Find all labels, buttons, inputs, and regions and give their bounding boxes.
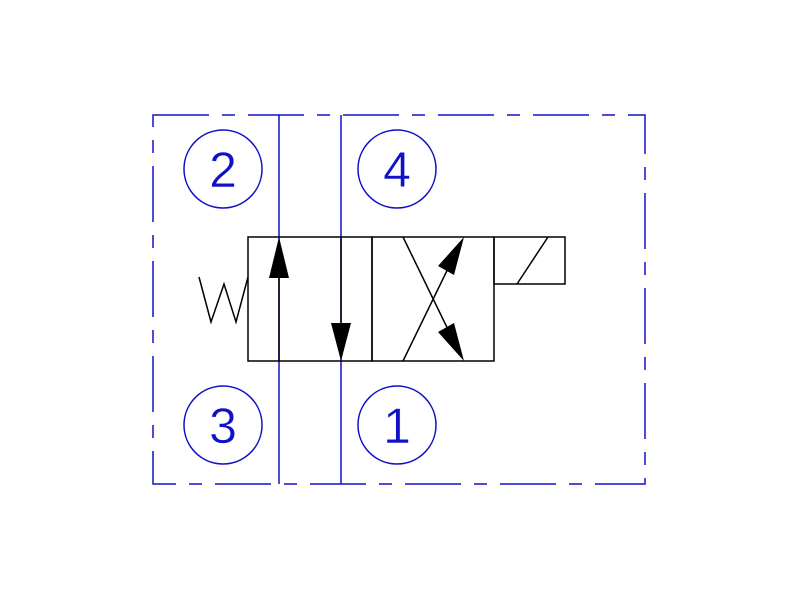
port-4: 4 — [357, 129, 437, 209]
valve-envelope-right — [371, 236, 495, 362]
port-3: 3 — [183, 385, 263, 465]
spring-icon — [198, 276, 249, 325]
cavity-boundary — [152, 114, 646, 485]
arrow-up-icon — [269, 237, 289, 361]
solenoid-icon — [493, 236, 566, 285]
port-label: 2 — [209, 142, 237, 198]
port-label: 1 — [383, 398, 411, 454]
port-1: 1 — [357, 385, 437, 465]
cross-arrows-icon — [402, 236, 464, 362]
port-label: 4 — [383, 142, 411, 198]
port-label: 3 — [209, 398, 237, 454]
port-2: 2 — [183, 129, 263, 209]
valve-envelope-left — [247, 236, 373, 362]
arrow-down-icon — [331, 237, 351, 361]
